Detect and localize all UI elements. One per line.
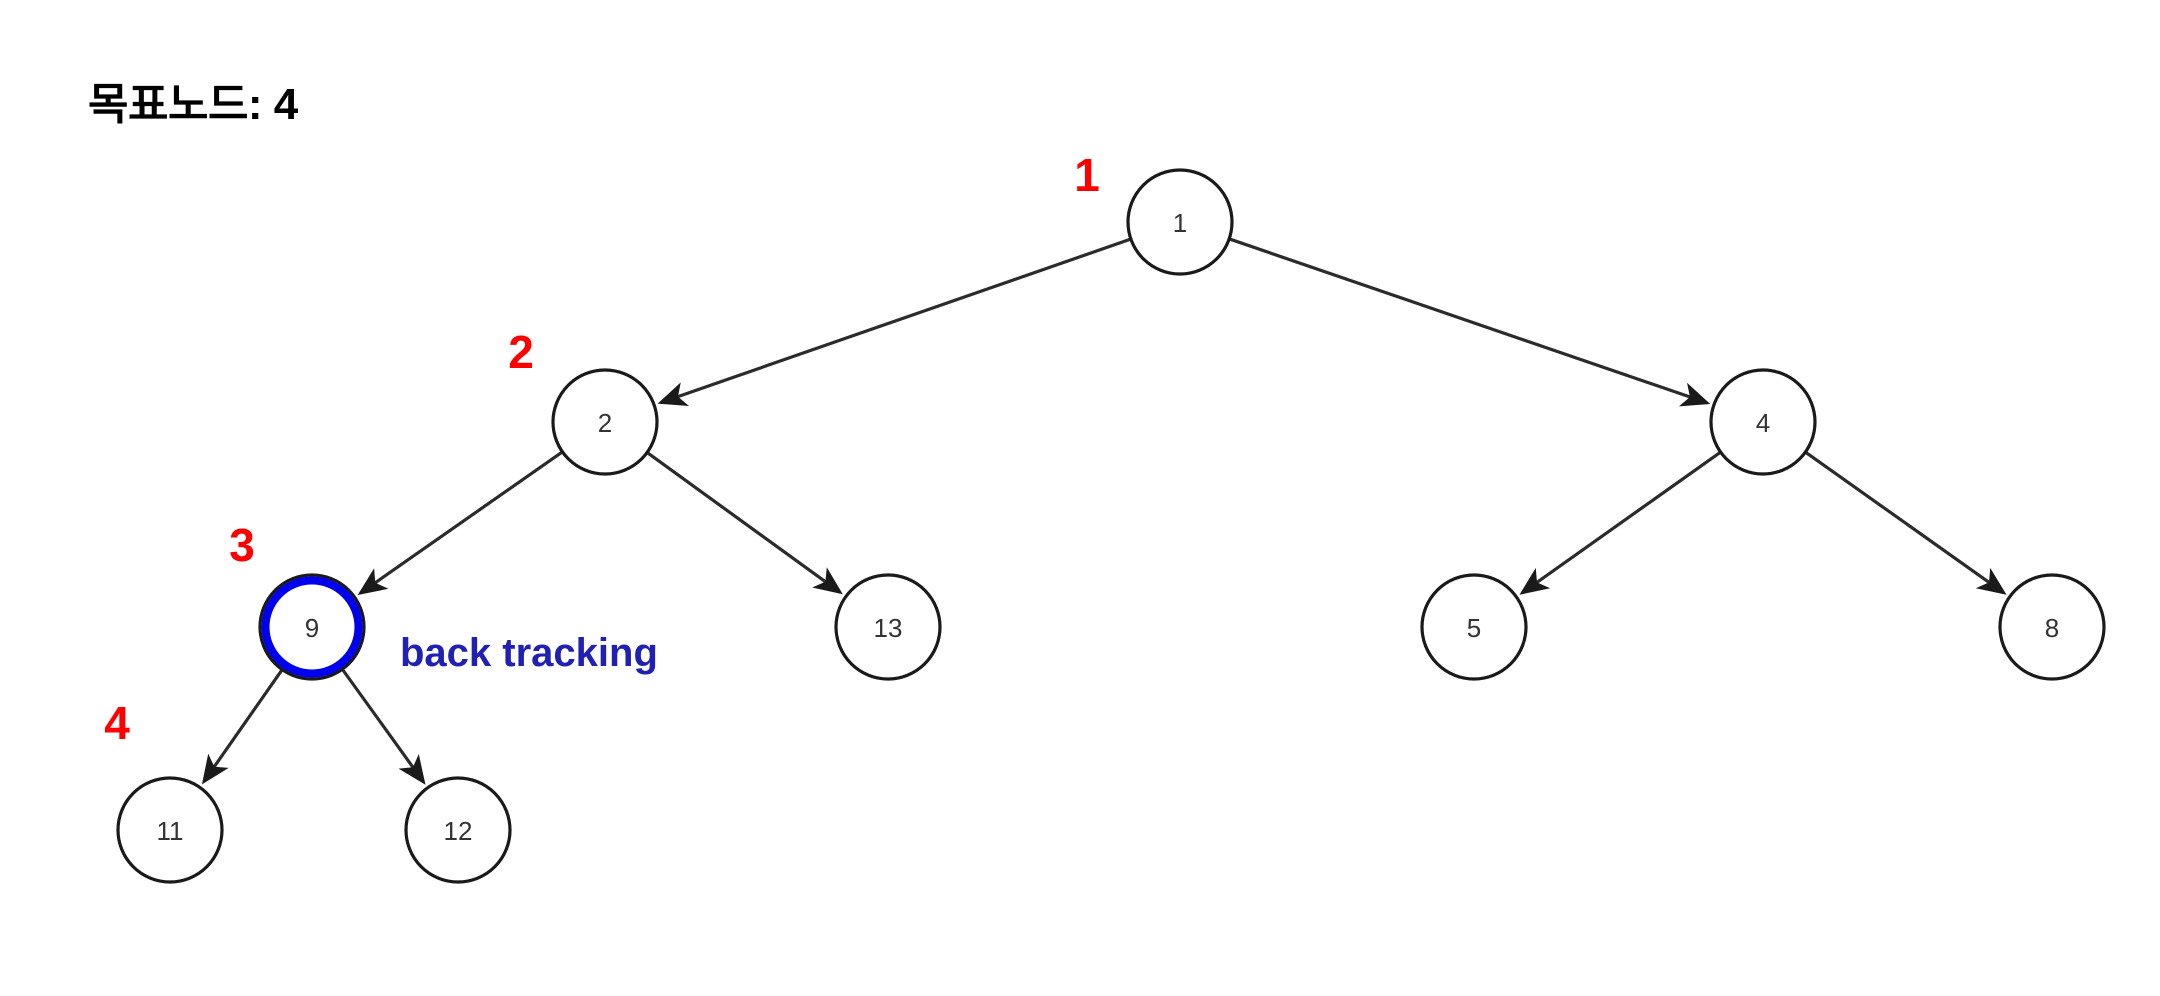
node-label: 9	[305, 613, 319, 643]
tree-node-1[interactable]: 1	[1126, 168, 1234, 276]
step-labels-layer: 1 2 3 4	[104, 149, 1100, 749]
edges-layer	[201, 237, 2007, 785]
node-label: 8	[2045, 613, 2059, 643]
tree-edge	[201, 669, 283, 785]
node-circle	[116, 776, 224, 884]
page-title: 목표노드: 4	[88, 80, 298, 129]
node-label: 11	[157, 816, 184, 846]
node-circle	[1709, 368, 1817, 476]
node-circle	[834, 573, 942, 681]
tree-edge	[646, 451, 843, 595]
tree-node-5[interactable]: 5	[1420, 573, 1528, 681]
backtracking-annotation: back tracking	[400, 631, 658, 675]
visit-order-label: 2	[508, 326, 534, 378]
tree-node-4[interactable]: 4	[1709, 368, 1817, 476]
tree-node-9[interactable]: 9	[258, 573, 366, 681]
node-circle	[404, 776, 512, 884]
node-label: 4	[1756, 408, 1770, 438]
node-circle	[258, 573, 366, 681]
node-circle	[551, 368, 659, 476]
tree-edge	[341, 669, 426, 785]
tree-edge	[1229, 237, 1711, 407]
visit-order-label: 1	[1074, 149, 1100, 201]
tree-node-13[interactable]: 13	[834, 573, 942, 681]
tree-node-2[interactable]: 2	[551, 368, 659, 476]
node-highlight-ring	[261, 576, 363, 678]
visit-order-label: 4	[104, 697, 130, 749]
tree-edge	[657, 237, 1131, 406]
tree-node-8[interactable]: 8	[1998, 573, 2106, 681]
tree-node-11[interactable]: 11	[116, 776, 224, 884]
tree-edge	[1805, 451, 2007, 595]
visit-order-label: 3	[229, 519, 255, 571]
annotations-layer: back tracking	[400, 631, 658, 675]
node-label: 2	[598, 408, 612, 438]
node-label: 12	[444, 816, 473, 846]
node-circle	[1998, 573, 2106, 681]
tree-edge	[1519, 451, 1721, 595]
tree-node-12[interactable]: 12	[404, 776, 512, 884]
node-circle	[1126, 168, 1234, 276]
node-circle	[1420, 573, 1528, 681]
tree-edge	[357, 451, 563, 596]
node-label: 1	[1173, 208, 1187, 238]
node-label: 5	[1467, 613, 1481, 643]
node-label: 13	[874, 613, 903, 643]
